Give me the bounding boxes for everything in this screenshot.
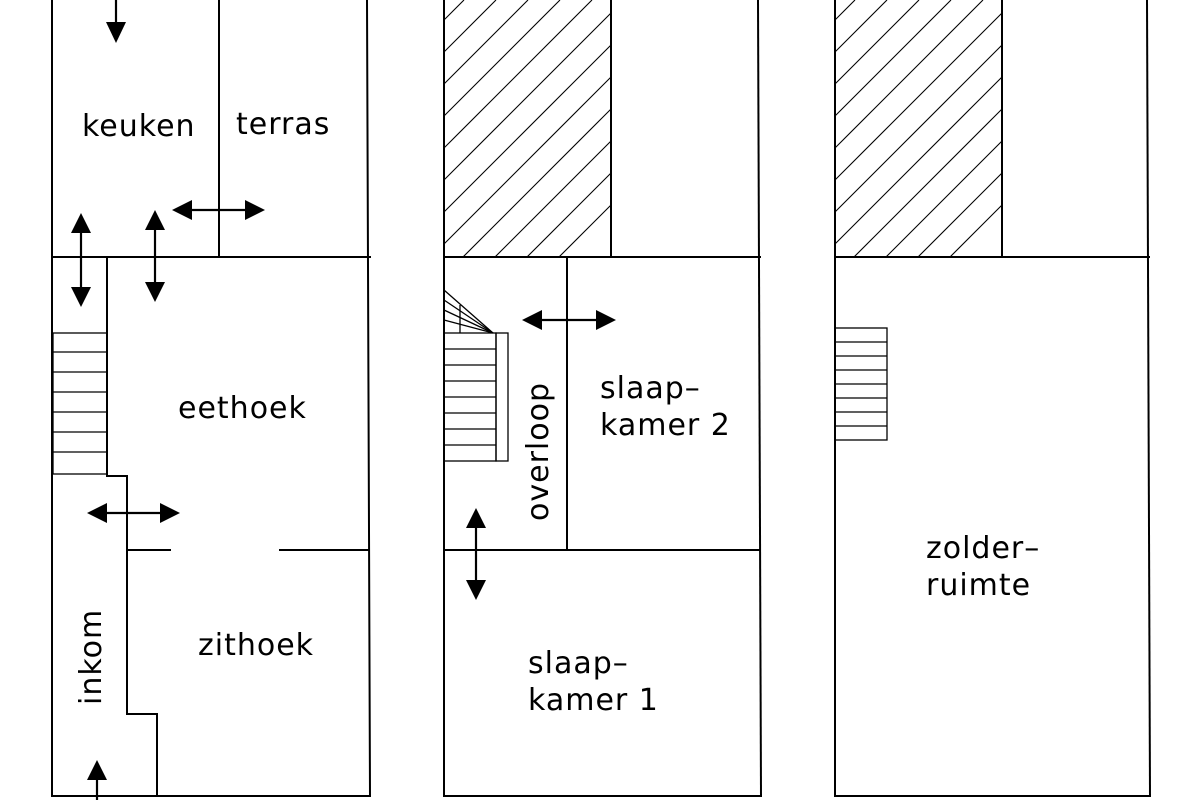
- double-arrow-keuken-stairs-icon: [71, 213, 91, 307]
- double-arrow-overloop-slaapkamer1-icon: [466, 508, 486, 600]
- room-label-slaapkamer2-line2: kamer 2: [600, 408, 731, 443]
- room-label-zolderruimte-line2: ruimte: [926, 568, 1031, 603]
- double-arrow-overloop-slaapkamer2-icon: [522, 310, 616, 330]
- arrow-down-top-icon: [106, 0, 126, 43]
- first-floor-void-hatch: [443, 0, 612, 258]
- arrow-up-entrance-icon: [87, 760, 107, 800]
- room-label-slaapkamer2-line1: slaap–: [600, 371, 701, 406]
- double-arrow-keuken-terras-icon: [172, 200, 265, 220]
- room-label-zithoek: zithoek: [198, 628, 314, 663]
- room-label-overloop: overloop: [521, 382, 556, 521]
- room-label-slaapkamer1-line2: kamer 1: [528, 683, 659, 718]
- first-floor-plan: overloop slaap– kamer 2 slaap– kamer 1: [443, 0, 763, 798]
- ground-floor-stairs: [52, 332, 108, 475]
- first-floor-stairs: [443, 289, 509, 462]
- room-label-zolderruimte-line1: zolder–: [926, 531, 1040, 566]
- room-label-inkom: inkom: [74, 609, 109, 705]
- attic-void-hatch: [834, 0, 1003, 258]
- double-arrow-keuken-eethoek-icon: [145, 210, 165, 302]
- room-label-eethoek: eethoek: [178, 391, 307, 426]
- attic-floor-plan: zolder– ruimte: [834, 0, 1152, 798]
- room-label-slaapkamer1-line1: slaap–: [528, 646, 629, 681]
- ground-floor-plan: keuken terras eethoek zithoek inkom: [51, 0, 372, 800]
- double-arrow-inkom-eethoek-icon: [87, 503, 180, 523]
- room-label-terras: terras: [236, 107, 330, 142]
- attic-stairs: [834, 327, 888, 441]
- room-label-keuken: keuken: [82, 109, 196, 144]
